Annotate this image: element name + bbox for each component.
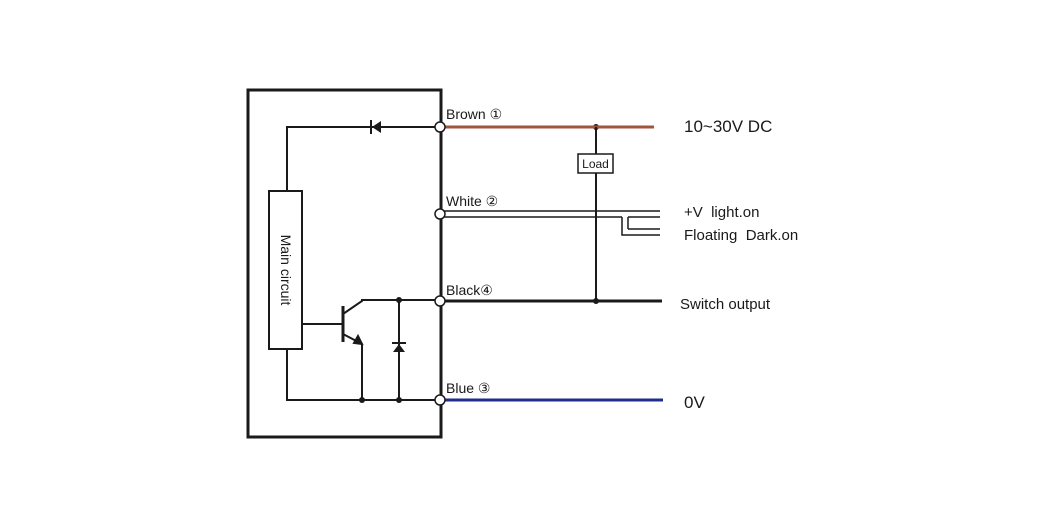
load-label: Load <box>582 157 609 171</box>
junction-dot <box>396 297 402 303</box>
main-circuit-label: Main circuit <box>278 235 294 306</box>
sensor-housing <box>246 88 443 439</box>
brown-wire-label: Brown ① <box>446 106 502 122</box>
light-on-label: +V light.on <box>684 204 759 221</box>
blue-wire-label: Blue ③ <box>446 380 490 396</box>
black-wire-label: Black④ <box>446 282 493 298</box>
main-circuit-block <box>268 190 303 350</box>
protection-diode-icon <box>392 342 406 352</box>
white-wire <box>441 210 660 236</box>
white-terminal <box>434 208 446 220</box>
black-terminal <box>434 295 446 307</box>
supply-voltage-label: 10~30V DC <box>684 117 772 136</box>
dark-on-label: Floating Dark.on <box>684 227 798 244</box>
internal-ground-wire <box>286 349 439 401</box>
zero-volt-label: 0V <box>684 393 705 412</box>
white-wire-label: White ② <box>446 193 498 209</box>
blue-terminal <box>434 394 446 406</box>
junction-dot <box>359 397 365 403</box>
transistor-icon <box>302 299 439 400</box>
internal-supply-wire <box>286 126 439 191</box>
supply-diode-icon <box>370 120 381 134</box>
switch-output-label: Switch output <box>680 296 771 313</box>
junction-dot <box>396 397 402 403</box>
brown-terminal <box>434 121 446 133</box>
